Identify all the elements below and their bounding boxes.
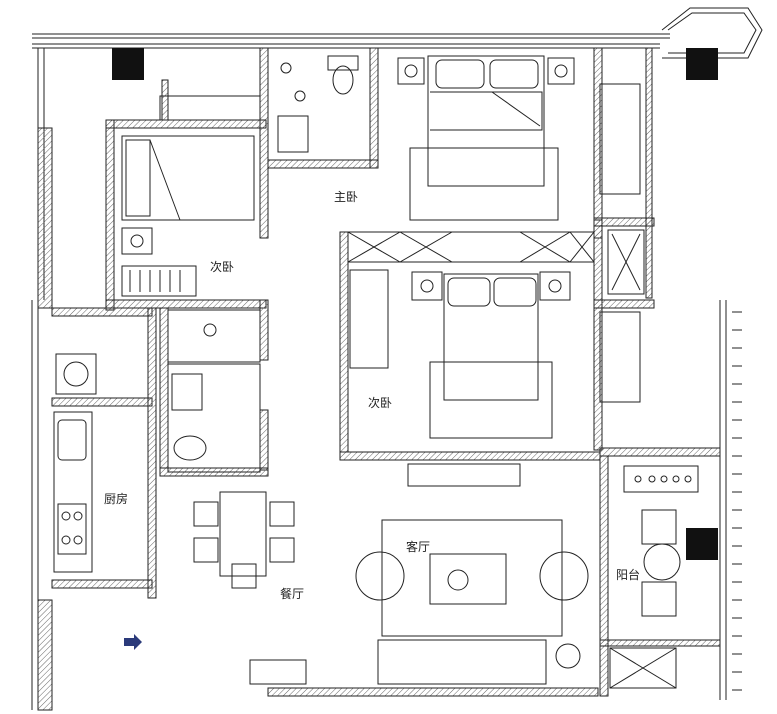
label-kitchen: 厨房 <box>104 492 129 506</box>
label-master-bedroom: 主卧 <box>334 190 359 204</box>
right-closets <box>599 83 645 403</box>
column <box>112 48 144 80</box>
left-bed <box>121 135 255 221</box>
left-wardrobe <box>121 95 261 297</box>
master-wardrobe <box>347 231 595 263</box>
entry-arrow-icon <box>124 634 142 650</box>
label-dining-room: 餐厅 <box>280 587 305 601</box>
kitchen-counter <box>53 411 93 573</box>
column <box>686 48 718 80</box>
dining-table <box>193 491 307 685</box>
right-window-ticks <box>732 311 742 691</box>
exterior-left-wall <box>31 48 53 711</box>
balcony-furniture <box>609 465 699 689</box>
master-bathroom-fixtures <box>277 55 359 153</box>
label-second-bedroom-left: 次卧 <box>210 260 235 274</box>
second-bathroom-fixtures <box>167 309 261 473</box>
master-nightstands <box>397 57 575 85</box>
structural-columns <box>112 48 718 560</box>
label-second-bedroom-center: 次卧 <box>368 396 393 410</box>
label-balcony: 阳台 <box>616 568 641 582</box>
living-room-furniture <box>355 463 589 685</box>
master-bed <box>409 55 559 221</box>
column <box>686 528 718 560</box>
washing-machine <box>55 353 97 395</box>
label-living-room: 客厅 <box>406 540 431 554</box>
right-windows <box>719 300 727 700</box>
center-bed <box>349 269 571 439</box>
interior-walls <box>51 47 721 697</box>
